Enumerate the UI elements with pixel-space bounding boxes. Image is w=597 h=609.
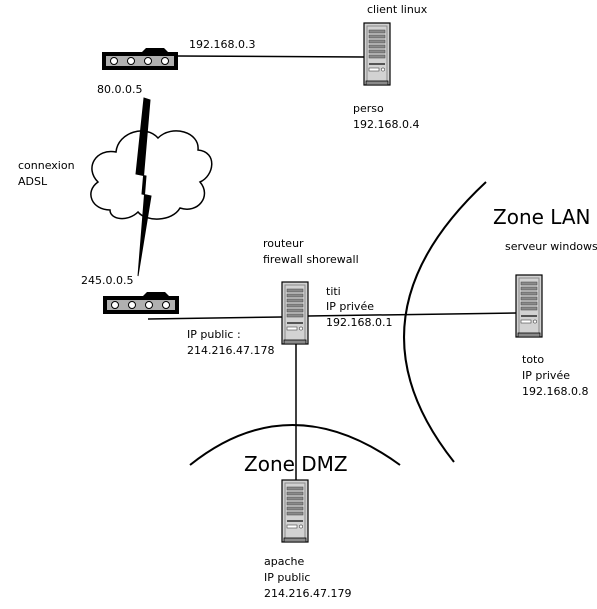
apache-name: apache xyxy=(264,555,305,568)
client-linux-label: client linux xyxy=(367,3,428,16)
toto-name: toto xyxy=(522,353,545,366)
modem-top-icon xyxy=(102,48,178,70)
server-apache-icon xyxy=(281,479,309,543)
server-router-icon xyxy=(281,281,309,345)
server-toto-icon xyxy=(515,274,543,338)
toto-type: IP privée xyxy=(522,369,570,382)
modem-bottom-ip: 245.0.0.5 xyxy=(81,274,134,287)
perso-name: perso xyxy=(353,102,384,115)
modem-link-ip: 192.168.0.3 xyxy=(189,38,256,51)
link-router-to-toto xyxy=(307,312,517,317)
link-modem-to-router xyxy=(147,316,283,320)
public-ip-value: 214.216.47.178 xyxy=(187,344,275,357)
modem-top-ip: 80.0.0.5 xyxy=(97,83,143,96)
perso-ip: 192.168.0.4 xyxy=(353,118,420,131)
zone-lan-boundary xyxy=(403,181,487,463)
zone-dmz-boundary xyxy=(189,424,401,466)
titi-name: titi xyxy=(326,285,341,298)
public-ip-label: IP public : xyxy=(187,328,241,341)
apache-type: IP public xyxy=(264,571,311,584)
zone-dmz-title: Zone DMZ xyxy=(244,452,348,476)
router-label-line1: routeur xyxy=(263,237,304,250)
zone-lan-title: Zone LAN xyxy=(493,205,591,229)
apache-ip: 214.216.47.179 xyxy=(264,587,352,600)
adsl-label-line2: ADSL xyxy=(18,175,48,188)
toto-ip: 192.168.0.8 xyxy=(522,385,589,398)
modem-bottom-icon xyxy=(103,292,179,314)
titi-ip: 192.168.0.1 xyxy=(326,316,393,329)
link-modem-to-perso xyxy=(177,55,365,58)
lightning-bolt-icon xyxy=(135,97,152,277)
titi-type: IP privée xyxy=(326,300,374,313)
server-perso-icon xyxy=(363,22,391,86)
adsl-label-line1: connexion xyxy=(18,159,75,172)
windows-server-label: serveur windows xyxy=(505,240,597,253)
router-label-line2: firewall shorewall xyxy=(263,253,359,266)
internet-cloud-icon xyxy=(90,130,213,220)
